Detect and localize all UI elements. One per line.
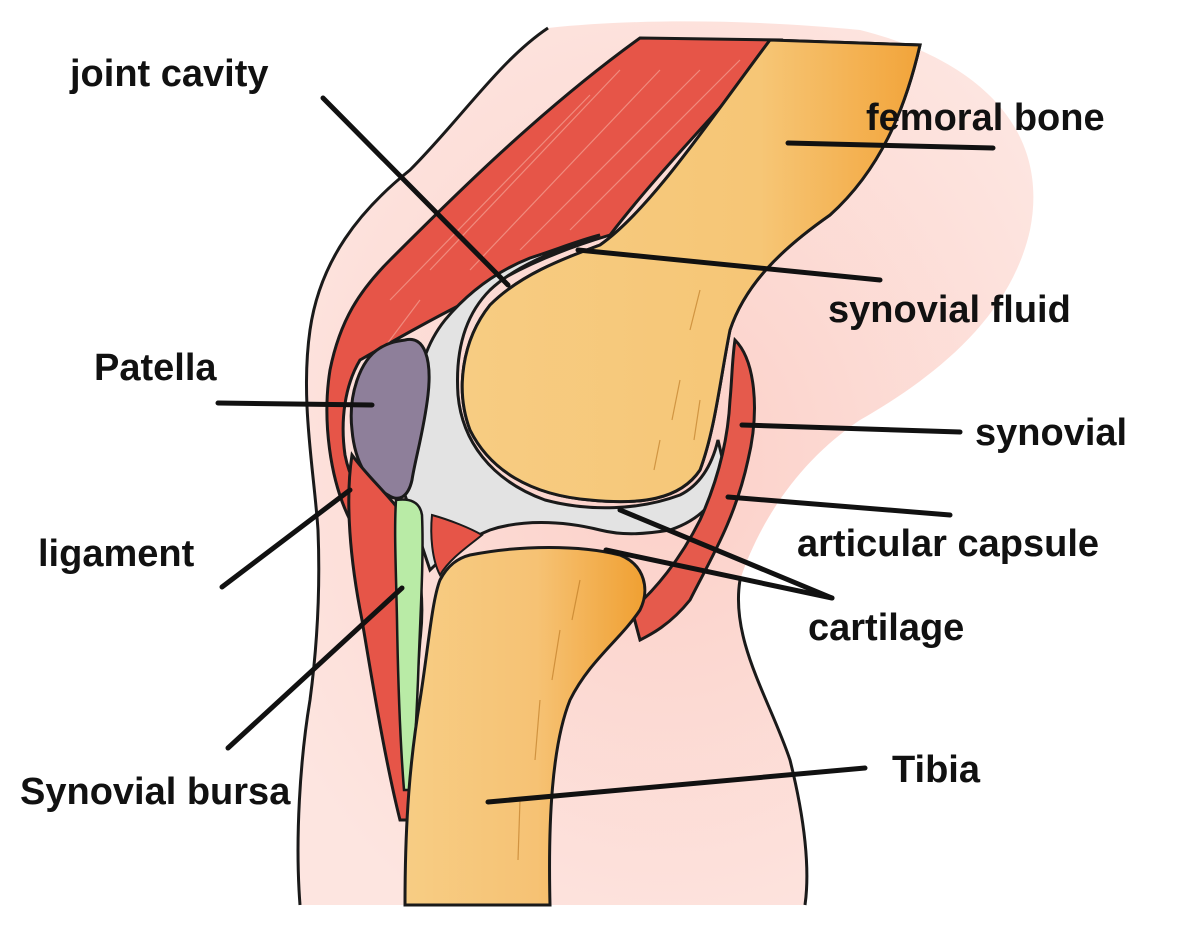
label-femoral-bone: femoral bone: [866, 97, 1105, 139]
label-cartilage: cartilage: [808, 607, 964, 649]
leader-femoral-bone: [785, 140, 996, 151]
anterior-fat-pad: [430, 513, 484, 578]
label-articular-capsule: articular capsule: [797, 523, 1099, 565]
leader-cartilage-2: [603, 547, 835, 601]
leader-tibia: [485, 765, 868, 805]
quadriceps-muscle: [325, 36, 784, 523]
tibia-texture: [517, 579, 581, 861]
posterior-capsule-muscle: [630, 336, 756, 643]
leader-patella: [215, 400, 375, 408]
label-tibia: Tibia: [892, 749, 981, 791]
label-synovial-bursa: Synovial bursa: [20, 771, 291, 813]
label-joint-cavity: joint cavity: [69, 53, 269, 95]
leader-synovial-bursa: [225, 585, 405, 751]
label-synovial-fluid: synovial fluid: [828, 289, 1071, 331]
femur-condyle: [460, 38, 922, 504]
leader-articular-capsule: [725, 494, 953, 518]
label-ligament: ligament: [38, 533, 195, 575]
leader-joint-cavity: [320, 95, 511, 288]
skin-outline-back: [737, 579, 809, 906]
leader-lines: [215, 95, 996, 805]
skin-outline-front: [296, 26, 549, 906]
joint-cavity-region: [402, 233, 727, 573]
leader-cartilage-1: [617, 507, 835, 601]
leader-synovial: [739, 422, 963, 435]
label-synovial: synovial: [975, 412, 1127, 454]
label-patella: Patella: [94, 347, 217, 389]
leader-synovial-fluid: [575, 247, 883, 283]
femur-texture: [653, 289, 701, 471]
tibia-bone: [403, 546, 647, 907]
leader-ligament: [219, 487, 353, 590]
